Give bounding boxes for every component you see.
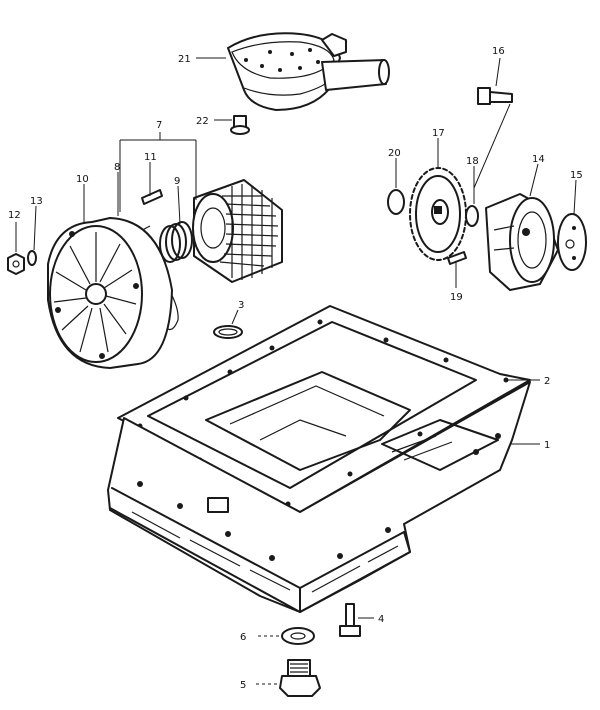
bolt-16-drawing [473, 87, 513, 189]
pump-sprocket-drawing [409, 167, 467, 261]
oil-filter-element-drawing [192, 179, 283, 283]
washer-6-drawing [281, 627, 315, 645]
callout-21: 21 [178, 54, 191, 65]
callout-22: 22 [196, 116, 209, 127]
filter-cover-drawing [47, 217, 173, 369]
callout-15: 15 [570, 170, 583, 181]
callout-8: 8 [114, 162, 120, 173]
callout-5: 5 [240, 680, 246, 691]
callout-10: 10 [76, 174, 89, 185]
callout-11: 11 [144, 152, 157, 163]
callout-3: 3 [238, 300, 244, 311]
o-ring-3-drawing [213, 325, 243, 339]
callout-12: 12 [8, 210, 21, 221]
callout-16: 16 [492, 46, 505, 57]
callout-7: 7 [156, 120, 162, 131]
callout-14: 14 [532, 154, 545, 165]
callout-4: 4 [378, 614, 384, 625]
leader-lines [15, 57, 577, 685]
washer-18-drawing [465, 205, 479, 227]
pin-19-drawing [447, 251, 467, 265]
callout-2: 2 [544, 376, 550, 387]
pin-11-drawing [141, 189, 163, 205]
oil-pan-drawing [107, 371, 531, 613]
callout-20: 20 [388, 148, 401, 159]
oil-strainer-drawing [227, 32, 390, 111]
circlip-drawing [387, 189, 405, 215]
callout-18: 18 [466, 156, 479, 167]
nut-and-washer-drawing [7, 250, 37, 275]
callout-labels: 1 2 3 4 5 6 7 8 9 10 11 12 13 14 15 16 1… [8, 46, 583, 691]
callout-1: 1 [544, 440, 550, 451]
pump-gasket-drawing [557, 213, 587, 271]
callout-19: 19 [450, 292, 463, 303]
callout-6: 6 [240, 632, 246, 643]
bolt-4-drawing [339, 603, 361, 637]
callout-17: 17 [432, 128, 445, 139]
callout-13: 13 [30, 196, 43, 207]
oil-pump-drawing [485, 193, 559, 291]
strainer-bolt-drawing [230, 115, 250, 135]
drain-plug-drawing [279, 659, 321, 697]
callout-9: 9 [174, 176, 180, 187]
